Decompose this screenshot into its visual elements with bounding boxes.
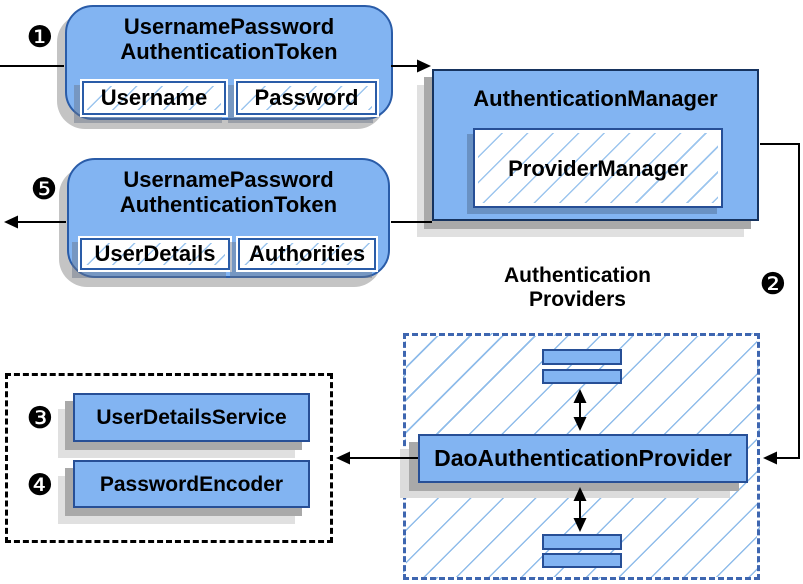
user-details-field-hatch (85, 243, 225, 265)
collaborators-dashed-box (5, 373, 333, 543)
authentication-manager-box: AuthenticationManager ProviderManager (432, 69, 759, 221)
user-details-field-box: UserDetails (80, 238, 230, 270)
provider-manager-box: ProviderManager (473, 128, 723, 208)
request-token-title: UsernamePassword AuthenticationToken (120, 14, 337, 64)
result-token-title-line1: UsernamePassword (123, 167, 334, 192)
provider-slot-bar-bottom-2 (542, 553, 622, 568)
authentication-manager-title: AuthenticationManager (473, 86, 718, 111)
provider-slot-bar-top-1 (542, 349, 622, 365)
step-2-badge: ❷ (759, 267, 787, 302)
request-token-title-line1: UsernamePassword (123, 14, 335, 39)
user-details-service-box: UserDetailsService (73, 393, 310, 442)
authentication-providers-heading-line2: Providers (529, 288, 626, 311)
username-field-label: Username (100, 85, 208, 110)
step-1-badge: ❶ (26, 20, 54, 55)
authentication-providers-heading: Authentication Providers (430, 264, 725, 312)
username-field-hatch (87, 86, 221, 110)
authorities-field-box: Authorities (238, 238, 376, 270)
dao-authentication-provider-label: DaoAuthenticationProvider (434, 445, 732, 471)
step-3-badge: ❸ (26, 401, 54, 436)
result-token-title: UsernamePassword AuthenticationToken (120, 167, 337, 217)
provider-slot-bar-top-2 (542, 369, 622, 384)
password-encoder-box: PasswordEncoder (73, 460, 310, 508)
step-5-badge: ❺ (30, 172, 58, 207)
request-token-box: UsernamePassword AuthenticationToken Use… (65, 5, 393, 120)
user-details-field-label: UserDetails (94, 241, 216, 266)
step-4-badge: ❹ (26, 468, 54, 503)
authentication-providers-heading-line1: Authentication (504, 264, 651, 287)
username-field-box: Username (82, 81, 226, 115)
provider-slot-bar-bottom-1 (542, 534, 622, 550)
dao-authentication-provider-box: DaoAuthenticationProvider (418, 434, 748, 483)
request-token-title-line2: AuthenticationToken (120, 39, 338, 64)
provider-manager-hatch (478, 133, 718, 203)
password-field-hatch (241, 86, 372, 110)
result-token-box: UsernamePassword AuthenticationToken Use… (67, 158, 390, 278)
user-details-service-label: UserDetailsService (96, 406, 287, 429)
authorities-field-label: Authorities (248, 241, 366, 266)
password-encoder-label: PasswordEncoder (99, 472, 284, 496)
result-token-title-line2: AuthenticationToken (119, 192, 338, 217)
password-field-box: Password (236, 81, 377, 115)
authorities-field-hatch (243, 243, 371, 265)
provider-manager-label: ProviderManager (508, 155, 688, 181)
password-field-label: Password (254, 85, 359, 110)
